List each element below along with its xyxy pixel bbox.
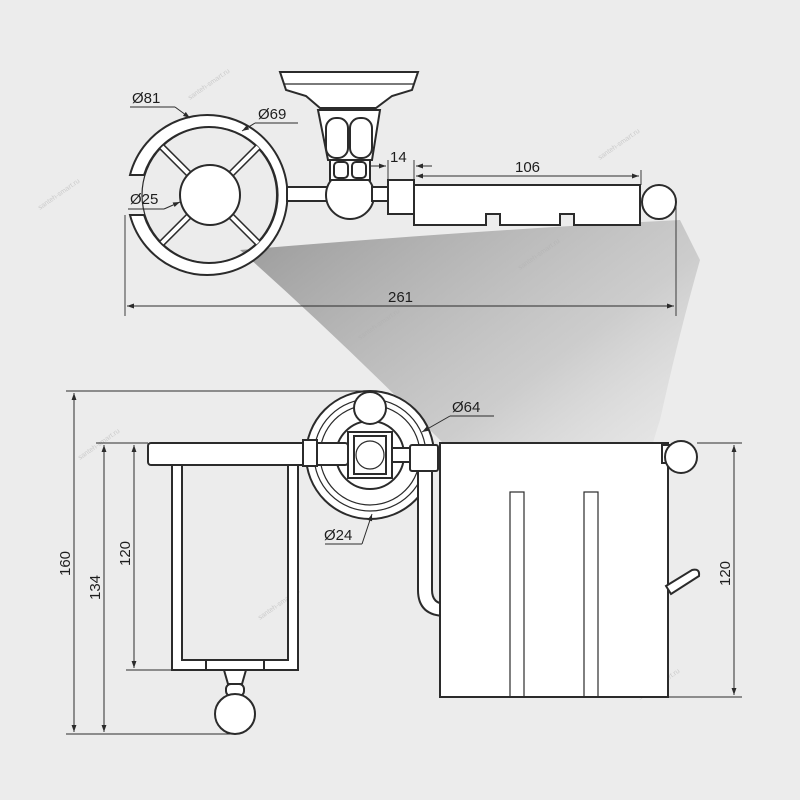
front-left-frame [171, 464, 299, 671]
front-right-slot-2 [583, 491, 599, 698]
dim-len106: 106 [515, 159, 540, 176]
top-view: Ø81 Ø69 Ø25 14 106 261 [124, 71, 677, 316]
front-left-collar [302, 439, 318, 467]
front-wall-rosette [305, 390, 435, 520]
watermark-5: santeh-smart.ru [597, 128, 641, 162]
dim-d81: Ø81 [132, 90, 160, 107]
dim-h120-right: 120 [717, 561, 734, 586]
watermark-1: santeh-smart.ru [37, 178, 81, 212]
top-arm-left [286, 186, 328, 202]
front-left-bar [147, 442, 349, 466]
dim-h120-left: 120 [117, 541, 134, 566]
front-left-bottom-plate [205, 659, 265, 671]
front-view: Ø64 Ø24 160 134 120 120 [57, 390, 742, 735]
dim-len261: 261 [388, 289, 413, 306]
dim-h160: 160 [57, 551, 74, 576]
front-finial [214, 669, 256, 735]
front-right-knob [664, 440, 698, 474]
dim-h134: 134 [87, 575, 104, 600]
top-collar [387, 179, 415, 215]
dim-d25: Ø25 [130, 191, 158, 208]
front-right-slot-1 [509, 491, 525, 698]
dim-d69: Ø69 [258, 106, 286, 123]
dim-d24: Ø24 [324, 527, 352, 544]
front-right-container [439, 442, 669, 698]
dim-len14: 14 [390, 149, 407, 166]
watermark-6: santeh-smart.ru [77, 428, 121, 462]
front-right-lever [664, 568, 701, 596]
top-wall-mount [278, 71, 420, 220]
ring-holder [128, 114, 289, 276]
watermark-2: santeh-smart.ru [187, 68, 231, 102]
front-right-collar [409, 444, 439, 472]
top-right-container [413, 184, 641, 226]
top-knob [641, 184, 677, 220]
dim-d64: Ø64 [452, 399, 480, 416]
